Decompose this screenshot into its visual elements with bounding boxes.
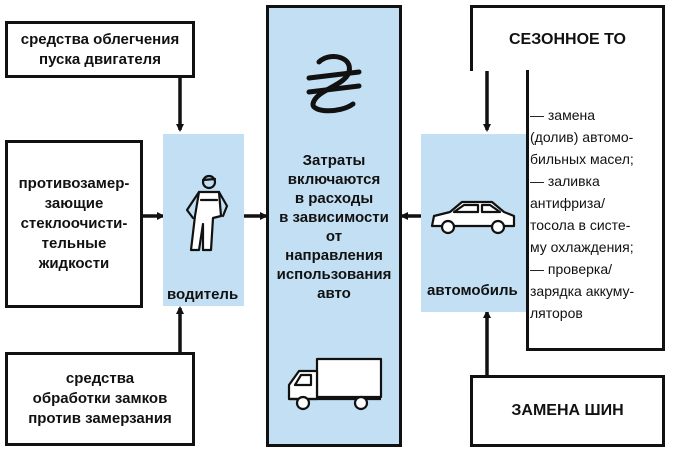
list-item: — проверка/ <box>530 261 613 277</box>
list-item: тосола в систе- <box>530 217 631 233</box>
lock-deicer-box: средства обработки замков против замерза… <box>5 352 195 446</box>
list-item: бильных масел; <box>530 151 634 167</box>
starting-aids-label: средства облегчения пуска двигателя <box>20 30 180 68</box>
list-item: му охлаждения; <box>530 239 634 255</box>
car-icon <box>430 200 516 235</box>
list-item: антифриза/ <box>530 195 605 211</box>
center-panel: Затраты включаются в расходы в зависимос… <box>266 5 402 447</box>
car-panel: автомобиль <box>421 134 526 312</box>
starting-aids-box: средства облегчения пуска двигателя <box>5 21 195 78</box>
list-item: — замена <box>530 107 596 123</box>
driver-panel: водитель <box>163 134 244 306</box>
hryvnia-icon <box>306 54 362 114</box>
lock-deicer-label: средства обработки замков против замерза… <box>28 370 172 427</box>
list-item: ляторов <box>530 305 583 321</box>
tire-change-title: ЗАМЕНА ШИН <box>511 402 624 419</box>
driver-icon <box>185 174 229 252</box>
antifreeze-washer-box: противозамер- зающие стеклоочисти- тельн… <box>5 140 143 308</box>
car-label: автомобиль <box>427 282 518 299</box>
seasonal-maintenance-divider <box>470 68 665 71</box>
seasonal-maintenance-list: — замена (долив) автомо- бильных масел; … <box>530 104 662 324</box>
list-item: (долив) автомо- <box>530 129 634 145</box>
center-text: Затраты включаются в расходы в зависимос… <box>276 152 392 302</box>
list-item: — заливка <box>530 173 600 189</box>
truck-icon <box>287 357 383 411</box>
seasonal-maintenance-list-box <box>526 70 665 351</box>
antifreeze-washer-label: противозамер- зающие стеклоочисти- тельн… <box>18 175 130 272</box>
seasonal-maintenance-title: СЕЗОННОЕ ТО <box>509 30 626 48</box>
driver-label: водитель <box>167 286 239 303</box>
tire-change-box: ЗАМЕНА ШИН <box>470 375 665 447</box>
list-item: зарядка аккуму- <box>530 283 635 299</box>
seasonal-maintenance-title-box: СЕЗОННОЕ ТО <box>470 5 665 71</box>
